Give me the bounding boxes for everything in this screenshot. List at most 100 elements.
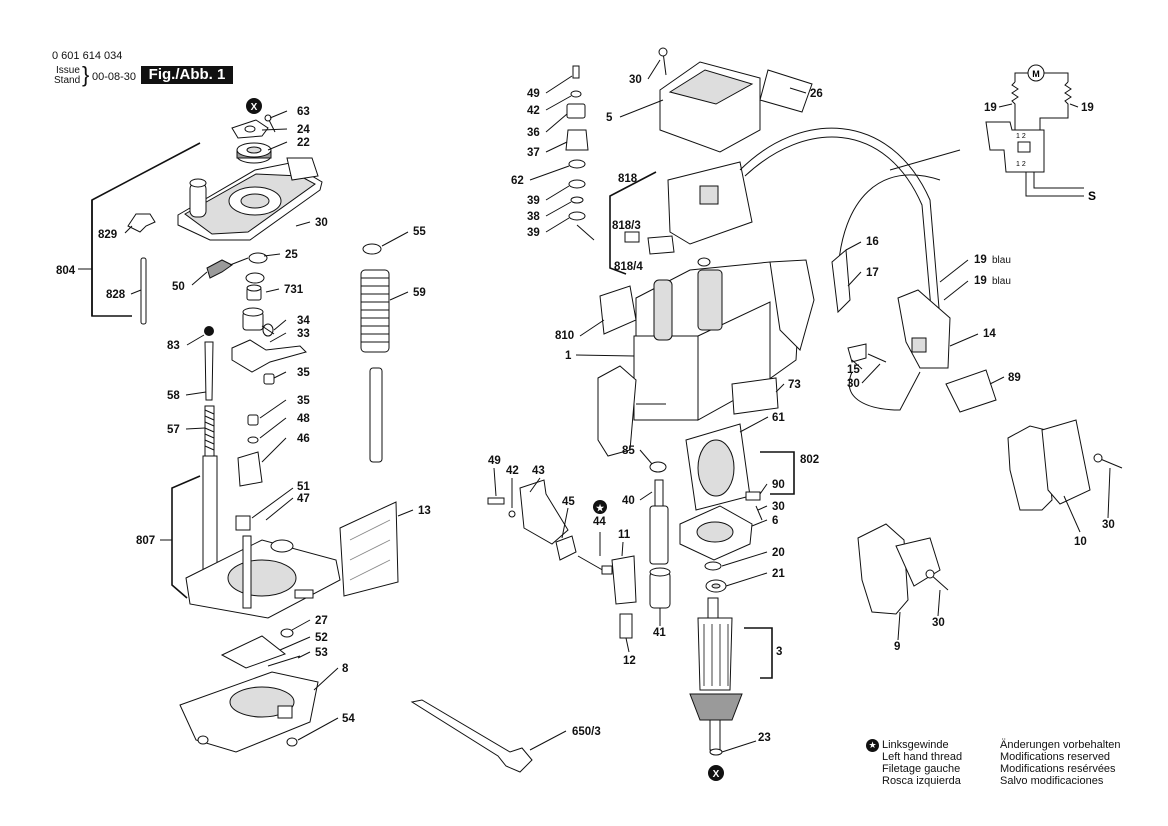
part-61-field-coil — [679, 423, 795, 561]
callout-12: 12 — [623, 655, 636, 667]
callout-731: 731 — [284, 284, 304, 296]
part-63-clamp: X — [231, 98, 276, 164]
motor-symbol: M — [1032, 69, 1040, 79]
callout-8: 8 — [342, 663, 349, 675]
callout-52: 52 — [315, 632, 328, 644]
part-40-spindle — [649, 461, 671, 609]
callout-19-schematic-right: 19 — [1081, 102, 1094, 114]
cable-harness — [739, 127, 961, 411]
legend-line-de: Linksgewinde — [882, 739, 949, 751]
callout-labels: 63 24 22 30 25 829 804 828 50 731 34 33 … — [56, 74, 1115, 744]
legend-modifications: Änderungen vorbehalten Modifications res… — [1000, 739, 1120, 787]
callout-23: 23 — [758, 732, 771, 744]
modifications-de: Änderungen vorbehalten — [1000, 739, 1121, 751]
callout-16: 16 — [866, 236, 879, 248]
part-50-wing-bolt — [206, 252, 268, 284]
blau-label-1: blau — [992, 255, 1011, 266]
callout-30-cover: 30 — [629, 74, 642, 86]
callout-27: 27 — [315, 615, 328, 627]
legend-left-thread: ★ Linksgewinde Left hand thread Filetage… — [866, 739, 962, 787]
callout-802: 802 — [800, 454, 819, 466]
callout-22: 22 — [297, 137, 310, 149]
callout-818: 818 — [618, 173, 638, 185]
callout-44: 44 — [593, 516, 606, 528]
callout-40: 40 — [622, 495, 635, 507]
part-8-sub-base — [179, 671, 319, 753]
callout-15: 15 — [847, 364, 860, 376]
modifications-es: Salvo modificaciones — [1000, 775, 1104, 787]
callout-49-top: 49 — [527, 88, 540, 100]
callout-85: 85 — [622, 445, 635, 457]
callout-53: 53 — [315, 647, 328, 659]
part-35-screws — [247, 373, 275, 444]
bracket-807 — [160, 475, 201, 599]
callout-17: 17 — [866, 267, 879, 279]
callout-45: 45 — [562, 496, 575, 508]
callout-13: 13 — [418, 505, 431, 517]
callout-1: 1 — [565, 350, 572, 362]
part-1-motor-housing — [597, 259, 815, 457]
stand-label: Stand — [54, 75, 81, 86]
figure-label: Fig./Abb. 1 — [141, 66, 233, 84]
callout-30-clamp: 30 — [847, 378, 860, 390]
part-43-depth-stop: ★ — [487, 479, 637, 639]
callout-19-blau-1: 19 — [974, 254, 987, 266]
callout-20: 20 — [772, 547, 785, 559]
callout-24: 24 — [297, 124, 310, 136]
legend-line-en: Left hand thread — [882, 751, 963, 763]
callout-30-handle-right: 30 — [1102, 519, 1115, 531]
callout-33: 33 — [297, 328, 310, 340]
part-9-handle — [857, 523, 949, 615]
part-829-clip — [127, 213, 156, 233]
callout-5: 5 — [606, 112, 613, 124]
part-58-column — [202, 326, 218, 581]
blau-label-2: blau — [992, 276, 1011, 287]
column-small-parts — [565, 65, 595, 241]
modifications-fr: Modifications resérvées — [1000, 763, 1116, 775]
callout-30-handle-left: 30 — [932, 617, 945, 629]
callout-30-upper: 30 — [315, 217, 328, 229]
bracket-804 — [78, 142, 201, 317]
callout-807: 807 — [136, 535, 155, 547]
callout-63: 63 — [297, 106, 310, 118]
part-10-handle — [1007, 419, 1123, 511]
callout-83: 83 — [167, 340, 180, 352]
callout-43: 43 — [532, 465, 545, 477]
callout-89: 89 — [1008, 372, 1021, 384]
callout-57: 57 — [167, 424, 180, 436]
callout-73: 73 — [788, 379, 801, 391]
wiring-schematic: M 1 2 1 2 S — [985, 64, 1096, 203]
callout-38: 38 — [527, 211, 540, 223]
callout-41: 41 — [653, 627, 666, 639]
switch-terminals-top: 1 2 — [1016, 133, 1026, 140]
callout-650-3: 650/3 — [572, 726, 601, 738]
legend-line-fr: Filetage gauche — [882, 763, 961, 775]
callout-25: 25 — [285, 249, 298, 261]
part-3-armature: X — [689, 597, 773, 781]
part-14-switch — [847, 289, 997, 413]
callout-90: 90 — [772, 479, 785, 491]
part-59-bellows — [360, 243, 390, 463]
callout-62: 62 — [511, 175, 524, 187]
issue-date: 00-08-30 — [92, 71, 137, 83]
callout-36: 36 — [527, 127, 540, 139]
callout-21: 21 — [772, 568, 785, 580]
callout-6: 6 — [772, 515, 778, 527]
callout-48: 48 — [297, 413, 310, 425]
callout-39-a: 39 — [527, 195, 540, 207]
callout-30-stator: 30 — [772, 501, 785, 513]
callout-14: 14 — [983, 328, 996, 340]
callout-39-b: 39 — [527, 227, 540, 239]
callout-26: 26 — [810, 88, 823, 100]
part-52-ring — [220, 628, 301, 669]
part-828-rod — [140, 257, 147, 325]
part-number: 0 601 614 034 — [52, 50, 123, 62]
leader-lines — [124, 59, 1111, 753]
part-807-base-plate — [185, 515, 341, 619]
callout-46: 46 — [297, 433, 310, 445]
callout-54: 54 — [342, 713, 355, 725]
callout-19-blau-2: 19 — [974, 275, 987, 287]
callout-42-top: 42 — [527, 105, 540, 117]
